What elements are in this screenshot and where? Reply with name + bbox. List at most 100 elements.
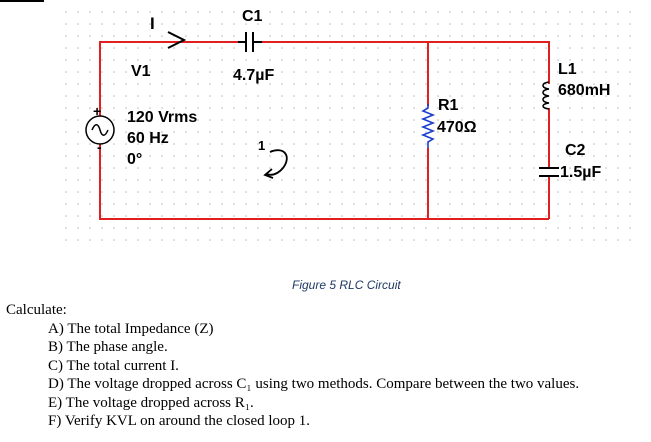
grid-dot	[617, 239, 619, 241]
grid-dot	[485, 131, 487, 133]
grid-dot	[425, 83, 427, 85]
grid-dot	[401, 107, 403, 109]
grid-dot	[353, 47, 355, 49]
grid-dot	[113, 47, 115, 49]
grid-dot	[413, 83, 415, 85]
grid-dot	[77, 59, 79, 61]
grid-dot	[497, 35, 499, 37]
grid-dot	[329, 119, 331, 121]
grid-dot	[353, 107, 355, 109]
grid-dot	[497, 143, 499, 145]
grid-dot	[437, 227, 439, 229]
grid-dot	[125, 143, 127, 145]
grid-dot	[581, 179, 583, 181]
grid-dot	[389, 71, 391, 73]
grid-dot	[281, 71, 283, 73]
grid-dot	[329, 83, 331, 85]
grid-dot	[209, 11, 211, 13]
grid-dot	[101, 83, 103, 85]
grid-dot	[281, 155, 283, 157]
grid-dot	[305, 227, 307, 229]
grid-dot	[317, 143, 319, 145]
grid-dot	[353, 71, 355, 73]
grid-dot	[245, 191, 247, 193]
grid-dot	[377, 143, 379, 145]
grid-dot	[425, 131, 427, 133]
grid-dot	[77, 191, 79, 193]
grid-dot	[209, 23, 211, 25]
grid-dot	[437, 59, 439, 61]
grid-dot	[257, 23, 259, 25]
grid-dot	[305, 107, 307, 109]
grid-dot	[569, 71, 571, 73]
grid-dot	[425, 71, 427, 73]
grid-dot	[101, 107, 103, 109]
grid-dot	[185, 227, 187, 229]
grid-dot	[617, 167, 619, 169]
grid-dot	[341, 239, 343, 241]
grid-dot	[473, 179, 475, 181]
grid-dot	[293, 35, 295, 37]
grid-dot	[185, 215, 187, 217]
grid-dot	[341, 23, 343, 25]
grid-dot	[497, 107, 499, 109]
grid-dot	[89, 239, 91, 241]
grid-dot	[569, 143, 571, 145]
grid-dot	[461, 239, 463, 241]
grid-dot	[365, 215, 367, 217]
grid-dot	[569, 47, 571, 49]
grid-dot	[545, 179, 547, 181]
grid-dot	[449, 11, 451, 13]
grid-dot	[77, 179, 79, 181]
grid-dot	[605, 215, 607, 217]
grid-dot	[533, 227, 535, 229]
grid-dot	[413, 167, 415, 169]
grid-dot	[281, 107, 283, 109]
grid-dot	[317, 215, 319, 217]
grid-dot	[101, 23, 103, 25]
grid-dot	[77, 83, 79, 85]
grid-dot	[281, 59, 283, 61]
grid-dot	[365, 119, 367, 121]
grid-dot	[341, 119, 343, 121]
grid-dot	[353, 95, 355, 97]
grid-dot	[389, 95, 391, 97]
grid-dot	[377, 83, 379, 85]
grid-dot	[197, 203, 199, 205]
grid-dot	[65, 95, 67, 97]
grid-dot	[137, 227, 139, 229]
grid-dot	[185, 239, 187, 241]
grid-dot	[377, 107, 379, 109]
grid-dot	[581, 203, 583, 205]
grid-dot	[449, 191, 451, 193]
grid-dot	[437, 11, 439, 13]
grid-dot	[197, 95, 199, 97]
grid-dot	[401, 59, 403, 61]
grid-dot	[485, 71, 487, 73]
grid-dot	[221, 47, 223, 49]
grid-dot	[461, 71, 463, 73]
grid-dot	[617, 191, 619, 193]
grid-dot	[125, 191, 127, 193]
grid-dot	[173, 203, 175, 205]
grid-dot	[305, 203, 307, 205]
grid-dot	[485, 59, 487, 61]
grid-dot	[77, 23, 79, 25]
grid-dot	[545, 143, 547, 145]
grid-dot	[233, 95, 235, 97]
grid-dot	[449, 71, 451, 73]
grid-dot	[617, 83, 619, 85]
grid-dot	[521, 95, 523, 97]
grid-dot	[137, 23, 139, 25]
resistor-zigzag-icon	[420, 104, 436, 148]
grid-dot	[605, 59, 607, 61]
grid-dot	[269, 59, 271, 61]
grid-dot	[557, 191, 559, 193]
grid-dot	[521, 11, 523, 13]
grid-dot	[413, 11, 415, 13]
grid-dot	[521, 143, 523, 145]
grid-dot	[605, 71, 607, 73]
grid-dot	[353, 203, 355, 205]
grid-dot	[497, 167, 499, 169]
grid-dot	[557, 143, 559, 145]
